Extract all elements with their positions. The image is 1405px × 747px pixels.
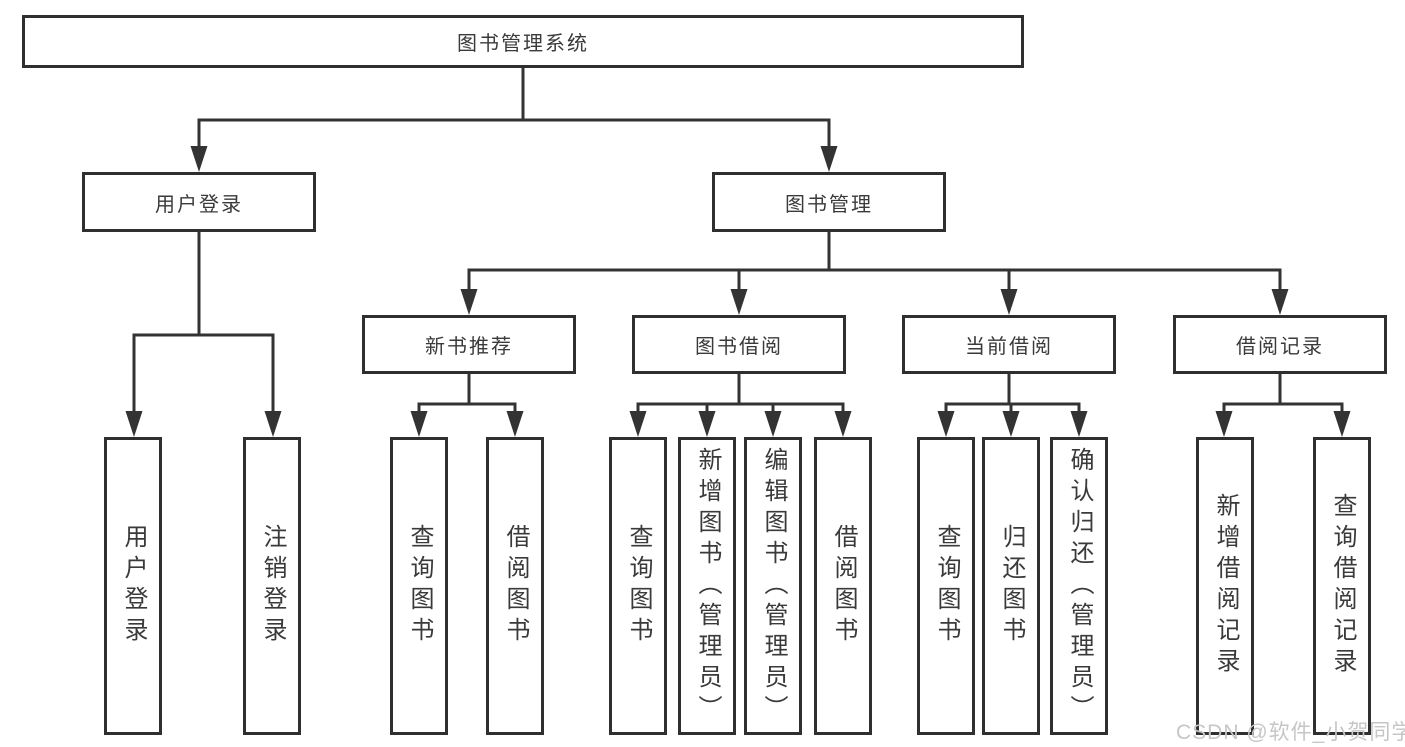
leaf-logout: 注销登录	[243, 437, 301, 735]
node-current-borrowing: 当前借阅	[902, 315, 1116, 374]
node-borrowing-records: 借阅记录	[1173, 315, 1387, 374]
leaf-query-book-borrowing: 查询图书	[609, 437, 667, 735]
node-user-login: 用户登录	[82, 172, 316, 232]
node-book-borrowing: 图书借阅	[632, 315, 846, 374]
leaf-edit-book-admin: 编辑图书（管理员）	[744, 437, 802, 735]
node-book-management: 图书管理	[712, 172, 946, 232]
leaf-borrow-book-recommend: 借阅图书	[486, 437, 544, 735]
leaf-add-book-admin: 新增图书（管理员）	[678, 437, 736, 735]
leaf-confirm-return-admin: 确认归还（管理员）	[1050, 437, 1108, 735]
arrowheads	[125, 146, 1351, 437]
leaf-add-borrow-record: 新增借阅记录	[1196, 437, 1254, 735]
leaf-user-login: 用户登录	[104, 437, 162, 735]
node-library-system: 图书管理系统	[22, 15, 1024, 68]
csdn-watermark: CSDN @软件_小贺同学	[1176, 721, 1405, 744]
leaf-query-book-current: 查询图书	[917, 437, 975, 735]
node-new-book-recommendation: 新书推荐	[362, 315, 576, 374]
leaf-borrow-book-borrowing: 借阅图书	[814, 437, 872, 735]
leaf-query-borrow-record: 查询借阅记录	[1313, 437, 1371, 735]
leaf-return-book: 归还图书	[982, 437, 1040, 735]
leaf-query-book-recommend: 查询图书	[390, 437, 448, 735]
